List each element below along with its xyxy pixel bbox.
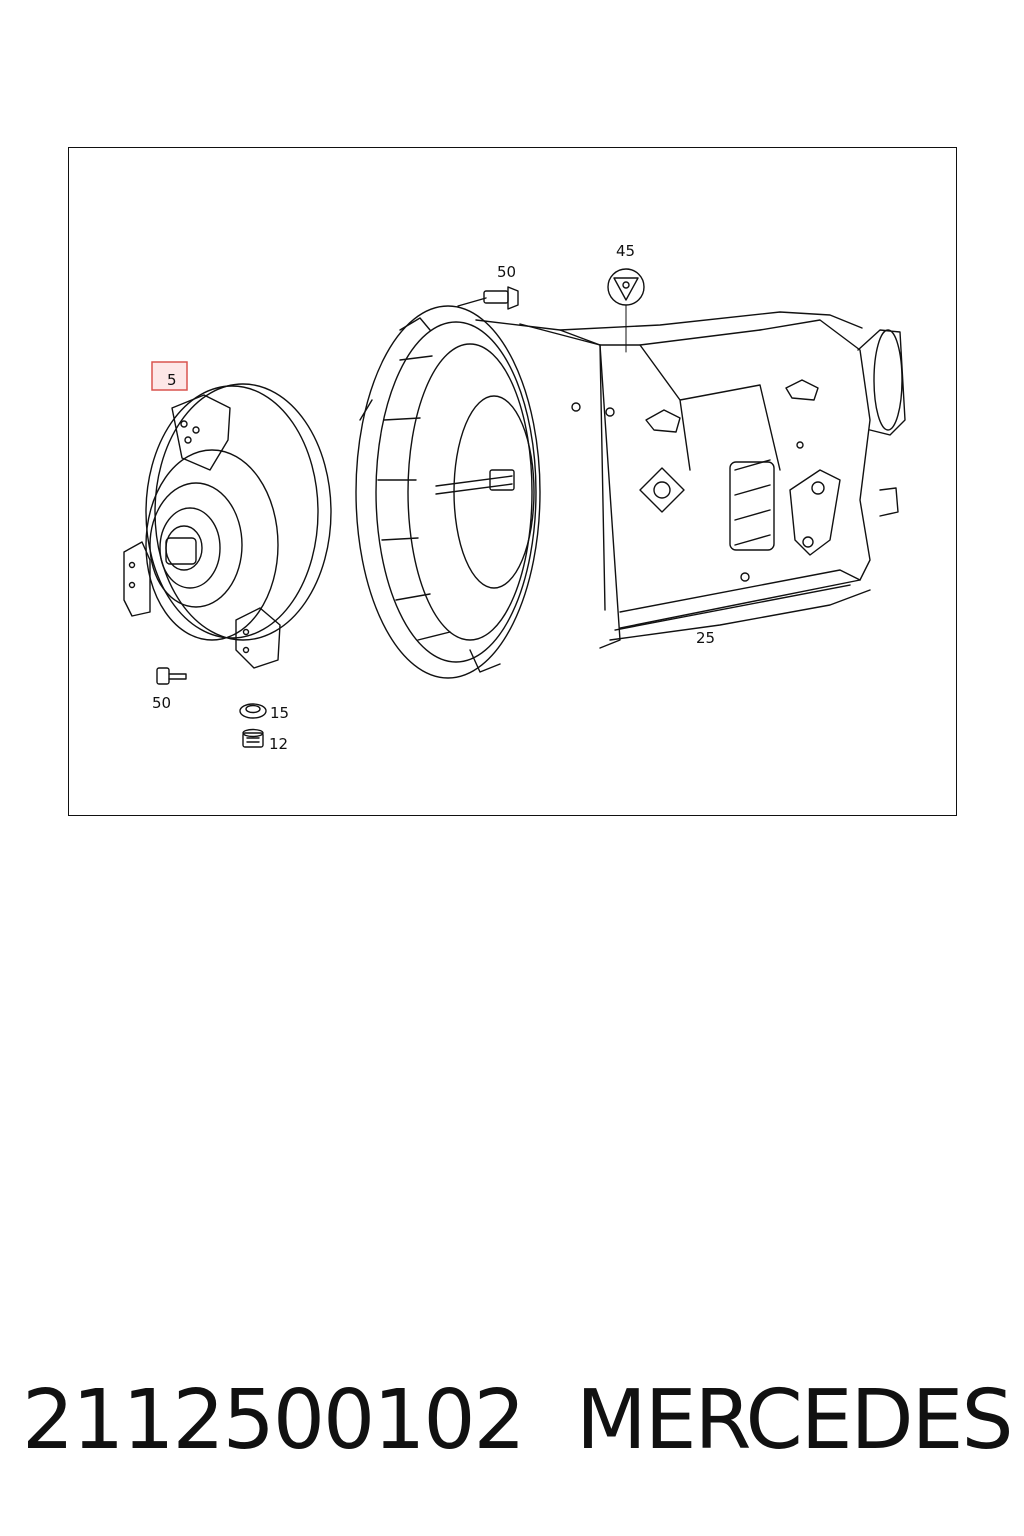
callout-50-top[interactable]: 50	[497, 263, 516, 281]
bolt-50-bottom-icon[interactable]	[156, 667, 187, 685]
footer-caption: 2112500102 MERCEDES	[0, 1366, 1024, 1476]
diagram-frame	[68, 147, 957, 816]
callout-50-bottom[interactable]: 50	[152, 694, 171, 712]
seal-ring-15-icon[interactable]	[239, 703, 267, 719]
callout-15[interactable]: 15	[270, 704, 289, 722]
brand-name: MERCEDES	[576, 1373, 1014, 1468]
callout-5[interactable]: 5	[167, 371, 177, 389]
part-number: 2112500102	[22, 1373, 526, 1468]
callout-25[interactable]: 25	[696, 629, 715, 647]
transmission-diagram: 5 45 50 50 15 12 25	[123, 242, 906, 753]
automatic-transmission[interactable]	[355, 305, 906, 679]
torque-converter[interactable]	[123, 383, 332, 669]
triangle-emblem-45-icon[interactable]	[607, 268, 645, 306]
callout-12[interactable]: 12	[269, 735, 288, 753]
callout-45[interactable]: 45	[616, 242, 635, 260]
bolt-50-top-icon[interactable]	[457, 286, 519, 310]
highlight-box-5	[151, 361, 188, 391]
screw-plug-12-icon[interactable]	[242, 728, 264, 748]
